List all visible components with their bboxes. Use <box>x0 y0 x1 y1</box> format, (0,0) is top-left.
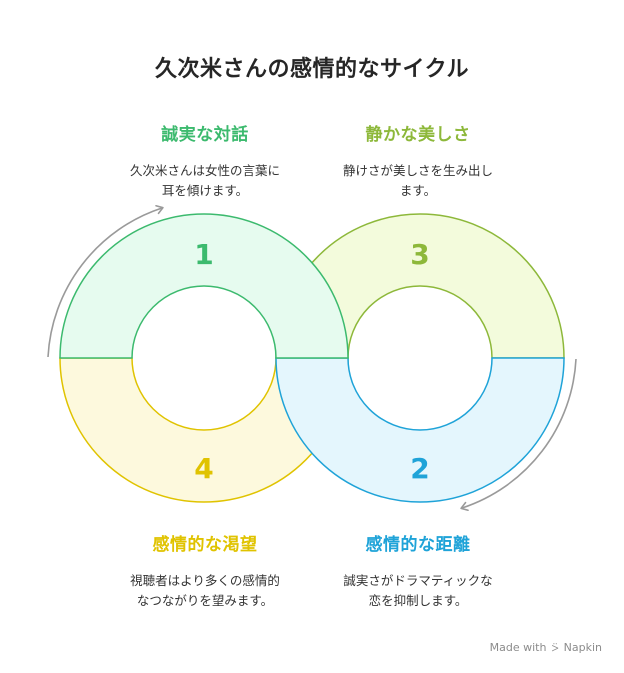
stage-desc-3-line-1: 静けさが美しさを生み出し <box>342 163 493 178</box>
stage-number-2: 2 <box>410 452 429 485</box>
stage-desc-2: 誠実さがドラマティックな 恋を抑制します。 <box>313 571 523 611</box>
stage-desc-1-line-1: 久次米さんは女性の言葉に <box>129 163 280 178</box>
stage-number-3: 3 <box>410 238 429 271</box>
segment-2 <box>275 357 565 503</box>
stage-desc-3-line-2: ます。 <box>399 183 437 198</box>
stage-desc-4-line-2: なつながりを望みます。 <box>136 593 274 608</box>
stage-desc-1: 久次米さんは女性の言葉に 耳を傾けます。 <box>100 161 310 201</box>
stage-desc-1-line-2: 耳を傾けます。 <box>161 183 249 198</box>
stage-heading-4: 感情的な渇望 <box>152 535 258 555</box>
napkin-brand-label: Napkin <box>563 641 602 654</box>
stage-card-2: 感情的な距離 誠実さがドラマティックな 恋を抑制します。 <box>313 530 523 611</box>
stage-number-4: 4 <box>194 452 213 485</box>
stage-number-1: 1 <box>194 238 213 271</box>
stage-card-1: 誠実な対話 久次米さんは女性の言葉に 耳を傾けます。 <box>100 120 310 201</box>
flow-arrow-bottom-right <box>460 358 577 512</box>
stage-heading-2: 感情的な距離 <box>365 535 471 555</box>
stage-desc-4: 視聴者はより多くの感情的 なつながりを望みます。 <box>100 571 310 611</box>
stage-desc-2-line-1: 誠実さがドラマティックな <box>343 573 493 588</box>
footer-credit: Made with ⍩ Napkin <box>490 640 602 655</box>
segment-3 <box>275 213 565 359</box>
segment-1 <box>59 213 349 359</box>
stage-desc-2-line-2: 恋を抑制します。 <box>368 593 468 608</box>
stage-heading-1: 誠実な対話 <box>161 125 249 145</box>
stage-desc-3: 静けさが美しさを生み出し ます。 <box>313 161 523 201</box>
stage-heading-3: 静かな美しさ <box>365 125 471 145</box>
stage-card-3: 静かな美しさ 静けさが美しさを生み出し ます。 <box>313 120 523 201</box>
flow-arrow-top-left <box>47 204 164 358</box>
stage-card-4: 感情的な渇望 視聴者はより多くの感情的 なつながりを望みます。 <box>100 530 310 611</box>
napkin-logo-icon: ⍩ <box>551 640 559 654</box>
stage-desc-4-line-1: 視聴者はより多くの感情的 <box>130 573 280 588</box>
diagram-title: 久次米さんの感情的なサイクル <box>155 57 469 82</box>
made-with-label: Made with <box>489 641 547 654</box>
